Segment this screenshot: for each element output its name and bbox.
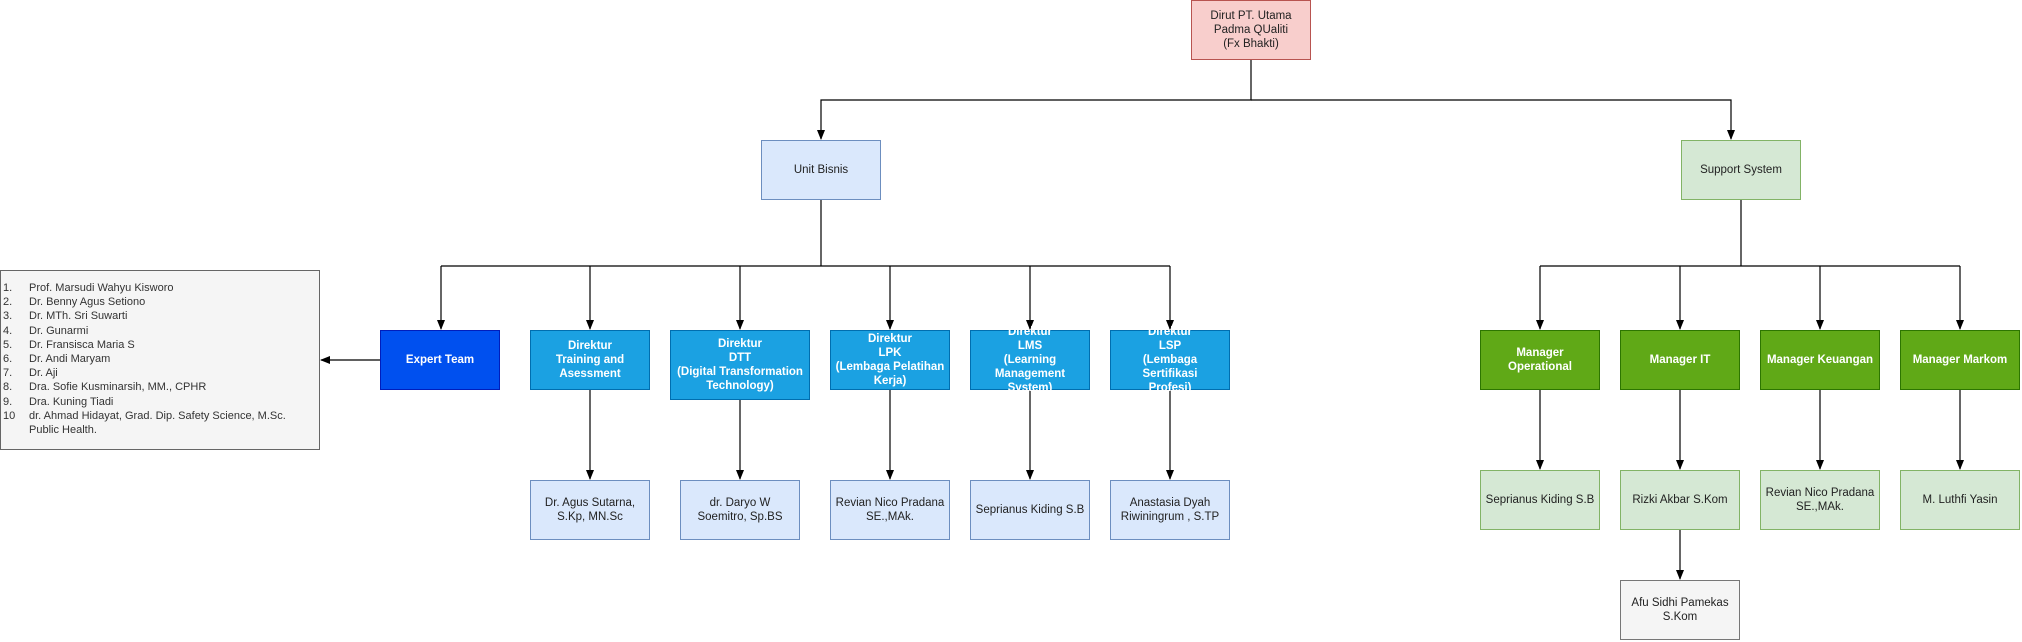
- expert-member-number: 1.: [3, 282, 13, 294]
- expert-member-name: Dr. Gunarmi: [29, 324, 89, 337]
- manager-keuangan-label: Manager Keuangan: [1766, 354, 1874, 366]
- direktur-training-box: Direktur Training and Asessment: [530, 330, 650, 390]
- root-label: Dirut PT. Utama Padma QUaliti (Fx Bhakti…: [1210, 10, 1292, 50]
- expert-member-number: 4.: [3, 324, 13, 337]
- expert-member-name: Dr. Andi Maryam: [29, 353, 111, 366]
- staff-lms-box: Seprianus Kiding S.B: [970, 480, 1090, 540]
- direktur-lpk-box: Direktur LPK (Lembaga Pelatihan Kerja): [830, 330, 950, 390]
- direktur-lsp-box: Direktur LSP (Lembaga Sertifikasi Profes…: [1110, 326, 1230, 394]
- expert-member-name: Prof. Marsudi Wahyu Kisworo: [29, 282, 174, 294]
- expert-member-item: 7. Dr. Aji: [3, 366, 315, 380]
- expert-member-number: 7.: [3, 367, 13, 380]
- manager-operational-label: Manager Operational: [1508, 347, 1572, 373]
- staff-training-box: Dr. Agus Sutarna, S.Kp, MN.Sc: [530, 480, 650, 540]
- expert-team-box: Expert Team: [380, 330, 500, 390]
- staff-keuangan-label: Revian Nico Pradana SE.,MAk.: [1765, 487, 1875, 513]
- staff-lpk-label: Revian Nico Pradana SE.,MAk.: [835, 497, 945, 523]
- support-system-label: Support System: [1700, 164, 1782, 176]
- connector-root-support-system: [1251, 99, 1735, 140]
- unit-bisnis-label: Unit Bisnis: [793, 164, 849, 176]
- direktur-training-label: Direktur Training and Asessment: [555, 340, 625, 380]
- expert-member-number: 5.: [3, 338, 13, 351]
- staff-lms-label: Seprianus Kiding S.B: [975, 504, 1085, 516]
- expert-member-item: 3. Dr. MTh. Sri Suwarti: [3, 309, 315, 323]
- staff-dtt-box: dr. Daryo W Soemitro, Sp.BS: [680, 480, 800, 540]
- staff-dtt-label: dr. Daryo W Soemitro, Sp.BS: [697, 497, 783, 523]
- staff-it-box: Rizki Akbar S.Kom: [1620, 470, 1740, 530]
- expert-member-name: dr. Ahmad Hidayat, Grad. Dip. Safety Sci…: [29, 409, 286, 437]
- staff-operational-box: Seprianus Kiding S.B: [1480, 470, 1600, 530]
- expert-member-item: 10 dr. Ahmad Hidayat, Grad. Dip. Safety S…: [3, 409, 315, 437]
- expert-member-name: Dr. Aji: [29, 367, 58, 380]
- expert-member-number: 6.: [3, 353, 13, 366]
- direktur-dtt-label: Direktur DTT (Digital Transformation Tec…: [677, 338, 803, 392]
- manager-it-box: Manager IT: [1620, 330, 1740, 390]
- expert-member-list: 1. Prof. Marsudi Wahyu Kisworo 2. Dr. Benny…: [0, 270, 320, 450]
- direktur-lms-box: Direktur LMS (Learning Management System…: [970, 326, 1090, 394]
- expert-member-name: Dra. Kuning Tiadi: [29, 395, 114, 408]
- staff-it-label: Rizki Akbar S.Kom: [1632, 494, 1728, 506]
- it-sub-staff-label: Afu Sidhi Pamekas S.Kom: [1631, 597, 1729, 623]
- manager-markom-box: Manager Markom: [1900, 330, 2020, 390]
- expert-member-name: Dra. Sofie Kusminarsih, MM., CPHR: [29, 381, 207, 394]
- expert-member-name: Dr. Fransisca Maria S: [29, 338, 135, 351]
- expert-member-item: 6. Dr. Andi Maryam: [3, 352, 315, 366]
- expert-member-item: 8. Dra. Sofie Kusminarsih, MM., CPHR: [3, 380, 315, 394]
- expert-member-number: 2.: [3, 296, 13, 309]
- expert-member-item: 9. Dra. Kuning Tiadi: [3, 395, 315, 409]
- support-system-box: Support System: [1681, 140, 1801, 200]
- manager-it-label: Manager IT: [1649, 354, 1711, 366]
- staff-operational-label: Seprianus Kiding S.B: [1485, 494, 1595, 506]
- staff-markom-box: M. Luthfi Yasin: [1900, 470, 2020, 530]
- expert-member-number: 9.: [3, 395, 13, 408]
- expert-member-item: 2. Dr. Benny Agus Setiono: [3, 295, 315, 309]
- expert-member-name: Dr. Benny Agus Setiono: [29, 296, 146, 309]
- manager-keuangan-box: Manager Keuangan: [1760, 330, 1880, 390]
- expert-member-item: 1. Prof. Marsudi Wahyu Kisworo: [3, 281, 315, 295]
- root-box: Dirut PT. Utama Padma QUaliti (Fx Bhakti…: [1191, 0, 1311, 60]
- staff-keuangan-box: Revian Nico Pradana SE.,MAk.: [1760, 470, 1880, 530]
- staff-lsp-label: Anastasia Dyah Riwiningrum , S.TP: [1120, 497, 1220, 523]
- staff-markom-label: M. Luthfi Yasin: [1922, 494, 1998, 506]
- direktur-lpk-label: Direktur LPK (Lembaga Pelatihan Kerja): [835, 333, 945, 387]
- expert-member-number: 8.: [3, 381, 13, 394]
- expert-member-name: Dr. MTh. Sri Suwarti: [29, 310, 128, 323]
- direktur-lms-label: Direktur LMS (Learning Management System…: [994, 326, 1066, 394]
- expert-member-number: 3.: [3, 310, 13, 323]
- staff-training-label: Dr. Agus Sutarna, S.Kp, MN.Sc: [544, 497, 636, 523]
- expert-member-item: 4. Dr. Gunarmi: [3, 324, 315, 338]
- staff-lpk-box: Revian Nico Pradana SE.,MAk.: [830, 480, 950, 540]
- manager-operational-box: Manager Operational: [1480, 330, 1600, 390]
- staff-lsp-box: Anastasia Dyah Riwiningrum , S.TP: [1110, 480, 1230, 540]
- expert-member-number: 10: [3, 409, 16, 422]
- direktur-lsp-label: Direktur LSP (Lembaga Sertifikasi Profes…: [1142, 326, 1198, 394]
- direktur-dtt-box: Direktur DTT (Digital Transformation Tec…: [670, 330, 810, 400]
- it-sub-staff-box: Afu Sidhi Pamekas S.Kom: [1620, 580, 1740, 640]
- expert-member-item: 5. Dr. Fransisca Maria S: [3, 338, 315, 352]
- expert-team-label: Expert Team: [405, 354, 475, 366]
- connector-root-unit-bisnis: [817, 60, 1252, 140]
- manager-markom-label: Manager Markom: [1912, 354, 2008, 366]
- unit-bisnis-box: Unit Bisnis: [761, 140, 881, 200]
